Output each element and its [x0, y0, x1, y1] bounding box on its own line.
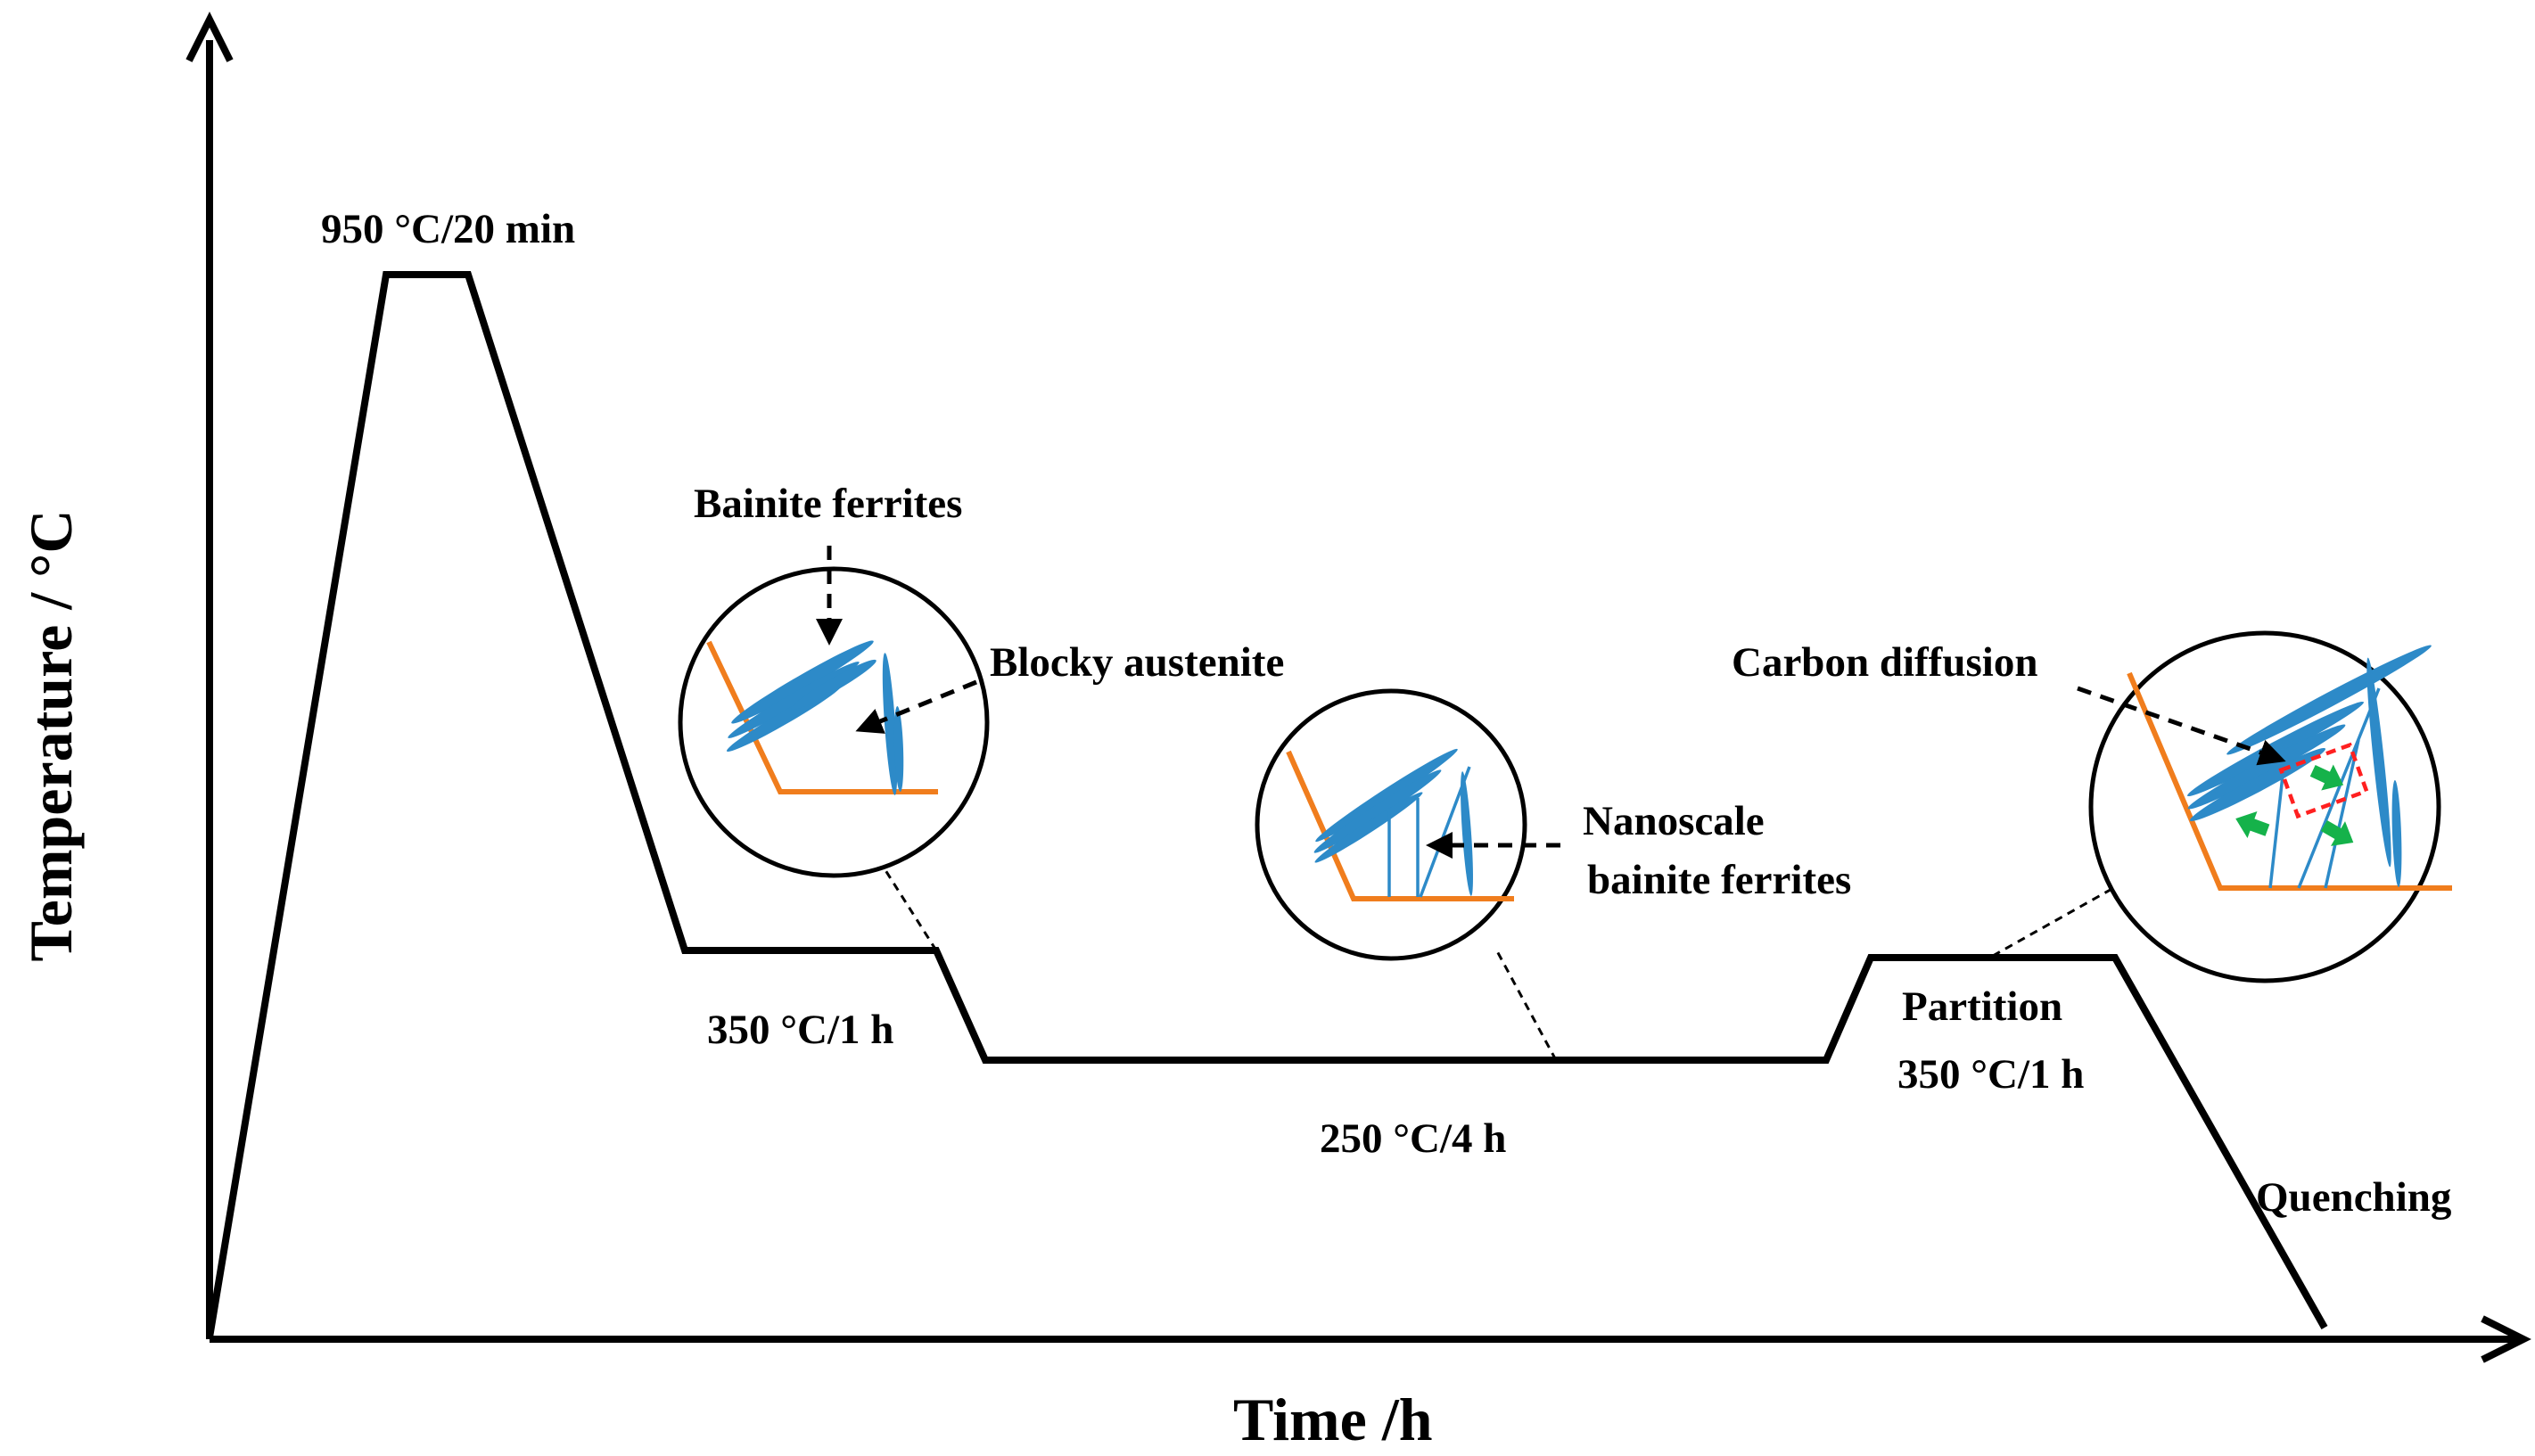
grain-boundary-3 [2127, 671, 2452, 891]
partition-temp-label: 350 °C/1 h [1897, 1051, 2084, 1098]
leader-line-2 [1494, 949, 1558, 1061]
ferrite-lath [2226, 645, 2432, 755]
x-axis-label: Time /h [1233, 1386, 1433, 1453]
quenching-label: Quenching [2256, 1174, 2452, 1221]
hold1-label: 350 °C/1 h [707, 1007, 893, 1053]
ferrite-lath [2189, 748, 2326, 821]
bainite-ferrites-label: Bainite ferrites [694, 481, 962, 527]
axes [185, 12, 2531, 1363]
arrow-blocky-austenite [855, 679, 977, 734]
y-axis-arrowhead [185, 12, 234, 62]
nanoscale-label-line1: Nanoscale [1583, 798, 1765, 844]
y-axis-label: Temperature / °C [17, 510, 85, 962]
blocky-austenite-label: Blocky austenite [990, 639, 1284, 686]
ferrite-lath [731, 640, 874, 724]
ferrite-lath [2366, 657, 2391, 868]
ferrite-lath [1313, 769, 1442, 853]
ferrite-lath [893, 706, 904, 792]
green-arrow-icon [2320, 819, 2354, 846]
grain-boundary-2 [1286, 750, 1514, 901]
leader-line-1 [884, 869, 938, 951]
ferrite-lath [2391, 780, 2402, 887]
ferrite-lath [2187, 724, 2346, 810]
partition-title: Partition [1902, 983, 2062, 1030]
x-axis-arrowhead [2481, 1315, 2531, 1363]
ferrite-lath [1461, 771, 1473, 896]
microstructure-circle-1 [678, 566, 990, 878]
ferrite-lath [1315, 748, 1458, 843]
nano-ferrite-plate [1419, 766, 1471, 898]
carbon-diffusion-zone [2278, 742, 2369, 819]
microstructure-circle-3 [2088, 630, 2452, 983]
austenitize-label: 950 °C/20 min [321, 206, 575, 252]
ferrite-lath [882, 653, 898, 795]
ferrite-lath [1314, 792, 1423, 863]
nano-ferrite-plate [2324, 739, 2360, 889]
leader-line-3 [1992, 885, 2116, 958]
nanoscale-label-line2: bainite ferrites [1587, 857, 1851, 903]
arrow-carbon-diffusion [2077, 686, 2286, 766]
carbon-diffusion-label: Carbon diffusion [1732, 639, 2037, 686]
microstructure-circle-2 [1255, 688, 1527, 961]
ferrite-lath [728, 662, 860, 738]
ferrite-lath [791, 659, 877, 711]
heat-treatment-curve [206, 271, 2328, 1338]
hold2-label: 250 °C/4 h [1320, 1115, 1506, 1162]
grain-boundary-1 [706, 640, 938, 794]
green-arrow-icon [2309, 764, 2344, 791]
green-arrow-icon [2235, 810, 2270, 839]
nano-ferrite-plate [2268, 775, 2284, 889]
nano-ferrite-plate [2297, 687, 2381, 889]
